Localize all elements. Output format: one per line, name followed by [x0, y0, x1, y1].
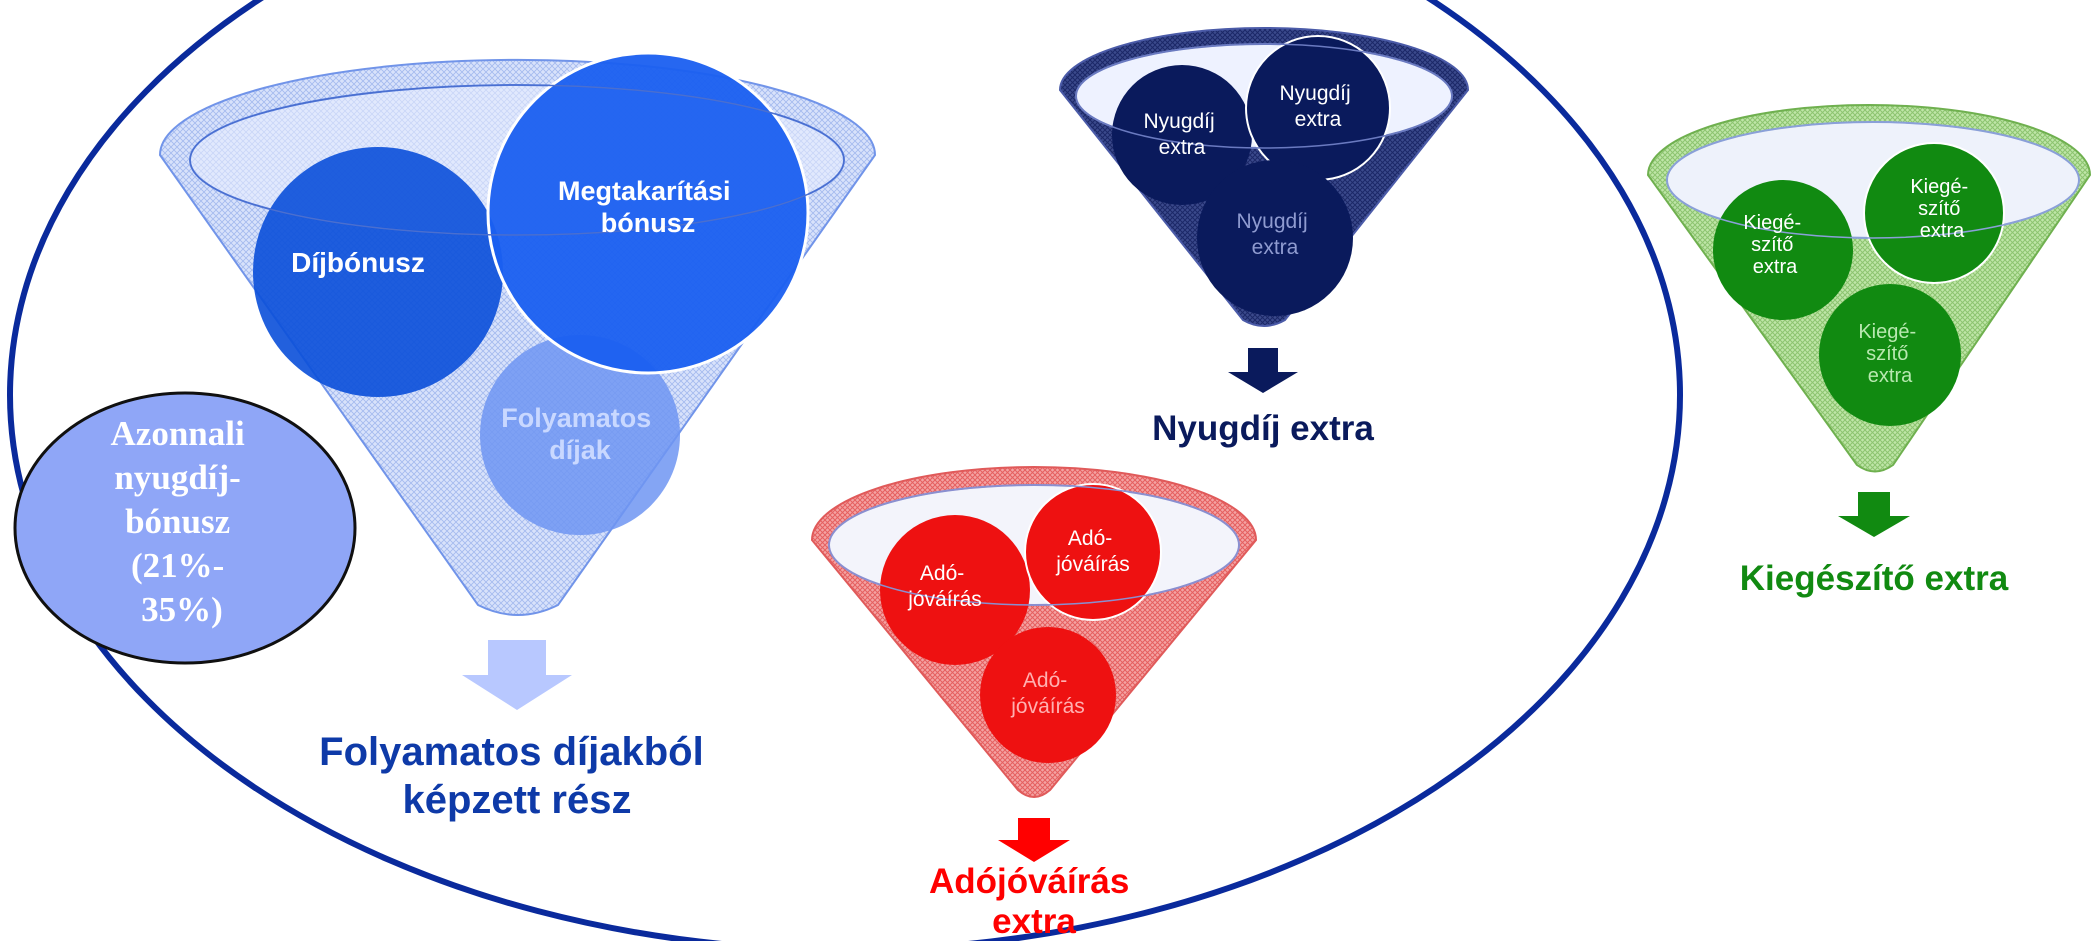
ado-right-line-1: Adó-	[1068, 527, 1112, 550]
nyugdij-circle-bottom-label: Nyugdíj extra	[1236, 210, 1313, 259]
kieg-left-line-2: szítő	[1751, 234, 1793, 256]
kieg-right-line-3: extra	[1920, 220, 1965, 242]
nyugdij-bottom-line-2: extra	[1252, 236, 1299, 259]
main-circle-right-label: Megtakarítási bónusz	[558, 176, 738, 238]
kieg-right-line-1: Kiegé-	[1910, 176, 1968, 198]
nyugdij-circle-bottom	[1197, 160, 1353, 316]
nyugdij-funnel: Nyugdíj extra Nyugdíj extra Nyugdíj extr…	[1058, 27, 1470, 448]
nyugdij-bottom-line-1: Nyugdíj	[1236, 210, 1307, 233]
main-circle-bottom	[480, 335, 680, 535]
ado-bottom-line-1: Adó-	[1023, 669, 1067, 692]
nyugdij-circle-left	[1112, 65, 1252, 205]
nyugdij-right-line-1: Nyugdíj	[1279, 82, 1350, 105]
kiegeszito-circle-bottom-label: Kiegé- szítő extra	[1858, 321, 1921, 387]
ado-result-line-2: extra	[992, 902, 1076, 941]
ado-result-line-1: Adójóváírás	[929, 862, 1129, 901]
bonus-line-1: Azonnali	[111, 414, 245, 453]
nyugdij-right-line-2: extra	[1295, 108, 1342, 131]
main-circle-right-line-1: Megtakarítási	[558, 176, 731, 206]
kiegeszito-circle-left-label: Kiegé- szítő extra	[1743, 212, 1806, 278]
kieg-left-line-1: Kiegé-	[1743, 212, 1801, 234]
nyugdij-circle-left-label: Nyugdíj extra	[1143, 110, 1220, 159]
ado-result-label: Adójóváírás extra	[929, 862, 1139, 941]
ado-right-line-2: jóváírás	[1055, 553, 1130, 576]
main-circle-right	[486, 51, 810, 375]
kieg-bottom-line-1: Kiegé-	[1858, 321, 1916, 343]
main-result-label: Folyamatos díjakból képzett rész	[319, 730, 715, 822]
main-circle-bottom-label: Folyamatos díjak	[501, 403, 659, 465]
ado-funnel: Adó- jóváírás Adó- jóváírás Adó- jóváírá…	[810, 466, 1258, 941]
ado-bottom-line-2: jóváírás	[1010, 695, 1085, 718]
bonus-line-2: nyugdíj-	[114, 458, 240, 497]
kieg-bottom-line-3: extra	[1868, 365, 1913, 387]
nyugdij-circle-right-label: Nyugdíj extra	[1279, 82, 1356, 131]
main-circle-right-line-2: bónusz	[601, 208, 696, 238]
kiegeszito-circle-right	[1863, 142, 2005, 284]
ado-circle-right-label: Adó- jóváírás	[1055, 527, 1130, 576]
kieg-right-line-2: szítő	[1918, 198, 1960, 220]
nyugdij-left-line-2: extra	[1159, 136, 1206, 159]
kiegeszito-funnel: Kiegé- szítő extra Kiegé- szítő extra Ki…	[1646, 104, 2092, 598]
ado-circle-left-label: Adó- jóváírás	[907, 562, 982, 611]
outer-ellipse	[7, 0, 1683, 941]
bonus-oval: Azonnali nyugdíj- bónusz (21%- 35%)	[13, 391, 357, 665]
kieg-left-line-3: extra	[1753, 256, 1798, 278]
ado-left-line-1: Adó-	[920, 562, 964, 585]
ado-left-line-2: jóváírás	[907, 588, 982, 611]
nyugdij-result-label: Nyugdíj extra	[1152, 409, 1374, 448]
kiegeszito-arrow-icon	[1838, 492, 1910, 537]
kiegeszito-circle-right-label: Kiegé- szítő extra	[1910, 176, 1973, 242]
bonus-oval-shape	[13, 391, 357, 665]
nyugdij-arrow-icon	[1228, 348, 1298, 393]
main-circle-left	[253, 147, 503, 397]
ado-circle-bottom	[980, 627, 1116, 763]
main-arrow-icon	[462, 640, 572, 710]
nyugdij-left-line-1: Nyugdíj	[1143, 110, 1214, 133]
main-result-line-2: képzett rész	[403, 778, 632, 822]
bonus-oval-text: Azonnali nyugdíj- bónusz (21%- 35%)	[111, 414, 254, 629]
bonus-line-5: 35%)	[141, 590, 223, 629]
bonus-line-4: (21%-	[131, 546, 224, 585]
kiegeszito-circle-bottom	[1819, 284, 1961, 426]
ado-arrow-icon	[998, 818, 1070, 862]
main-circle-bottom-line-1: Folyamatos	[501, 403, 651, 433]
main-circle-left-label: Díjbónusz	[291, 247, 425, 278]
ado-circle-bottom-label: Adó- jóváírás	[1010, 669, 1085, 718]
bonus-line-3: bónusz	[125, 502, 230, 541]
kiegeszito-circle-left	[1713, 180, 1853, 320]
main-result-line-1: Folyamatos díjakból	[319, 730, 704, 774]
main-circle-bottom-line-2: díjak	[549, 435, 612, 465]
kieg-bottom-line-2: szítő	[1866, 343, 1908, 365]
ado-circle-left	[880, 515, 1030, 665]
ado-circle-right	[1024, 483, 1162, 621]
main-funnel: Díjbónusz Megtakarítási bónusz Folyamato…	[158, 51, 877, 822]
kiegeszito-result-label: Kiegészítő extra	[1740, 559, 2009, 598]
